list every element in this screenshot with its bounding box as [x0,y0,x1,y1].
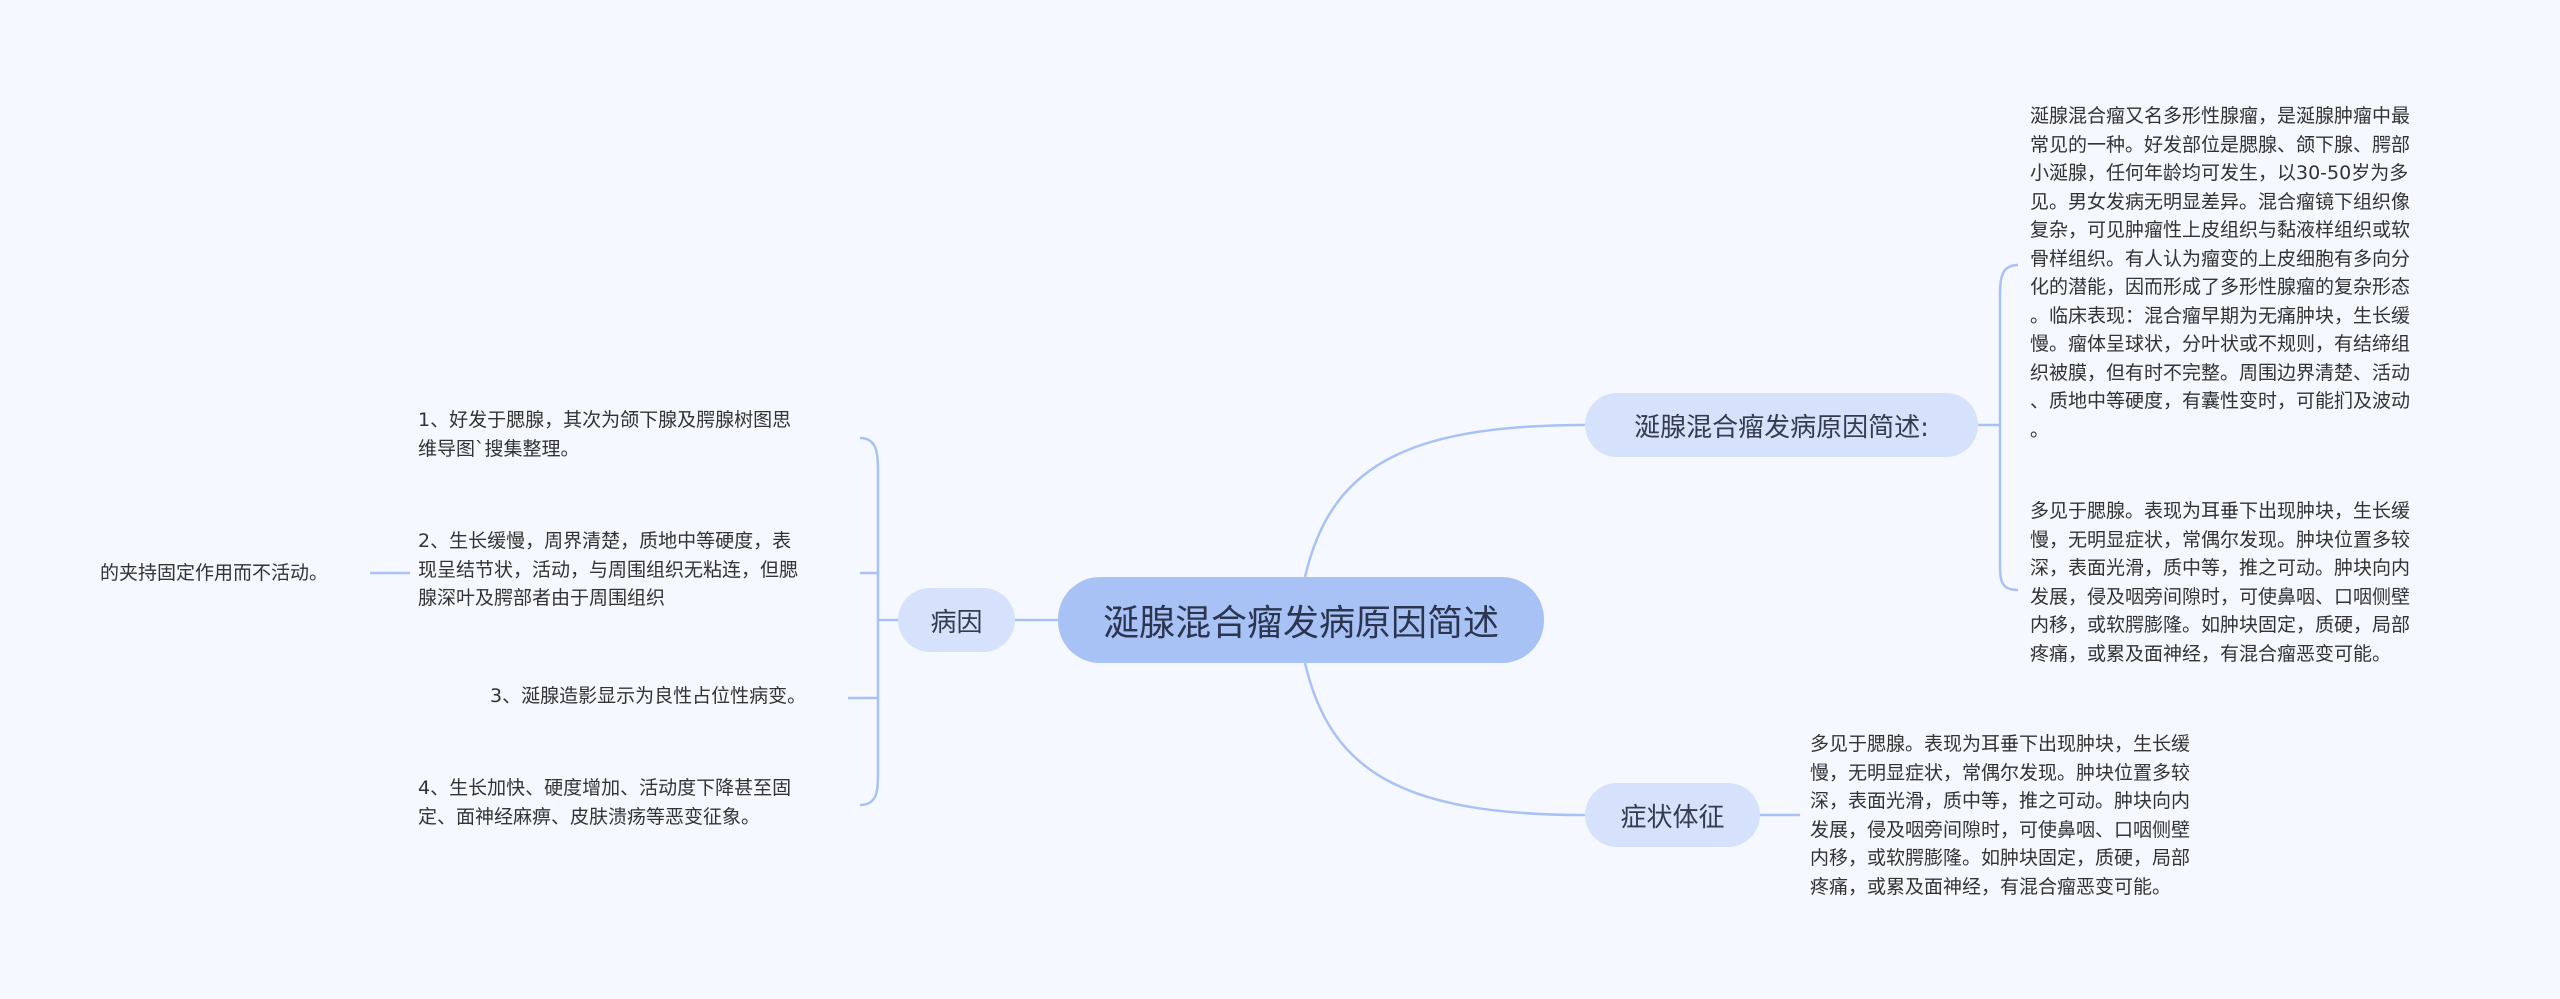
branch-symptoms-label: 症状体征 [1620,802,1725,833]
branch-cause[interactable]: 病因 [898,588,1015,652]
cause-detail-2: 2、生长缓慢，周界清楚，质地中等硬度，表 现呈结节状，活动，与周围组织无粘连，但… [418,530,799,609]
connector-overview-bracket [1998,263,2019,592]
connector-root-overview [1303,423,1586,578]
branch-cause-label: 病因 [930,607,983,638]
cause-detail-3: 3、涎腺造影显示为良性占位性病变。 [490,685,807,707]
cause-detail-1: 1、好发于腮腺，其次为颌下腺及腭腺树图思 维导图`搜集整理。 [418,409,792,460]
cause-detail-4: 4、生长加快、硬度增加、活动度下降甚至固 定、面神经麻痹、皮肤溃疡等恶变征象。 [418,777,792,828]
root-node[interactable]: 涎腺混合瘤发病原因简述 [1058,577,1544,663]
branch-overview-label: 涎腺混合瘤发病原因简述: [1634,412,1929,443]
cause-sub-detail: 的夹持固定作用而不活动。 [100,562,329,584]
overview-detail-1: 涎腺混合瘤又名多形性腺瘤，是涎腺肿瘤中最 常见的一种。好发部位是腮腺、颌下腺、腭… [2030,105,2411,441]
branch-overview[interactable]: 涎腺混合瘤发病原因简述: [1585,393,1978,457]
symptoms-detail-1: 多见于腮腺。表现为耳垂下出现肿块，生长缓 慢，无明显症状，常偶尔发现。肿块位置多… [1810,733,2191,898]
root-label: 涎腺混合瘤发病原因简述 [1102,603,1499,644]
overview-detail-2: 多见于腮腺。表现为耳垂下出现肿块，生长缓 慢，无明显症状，常偶尔发现。肿块位置多… [2030,500,2411,665]
branch-symptoms[interactable]: 症状体征 [1585,783,1760,847]
connector-cause-bracket [859,436,880,807]
connector-root-symptoms [1303,662,1586,817]
